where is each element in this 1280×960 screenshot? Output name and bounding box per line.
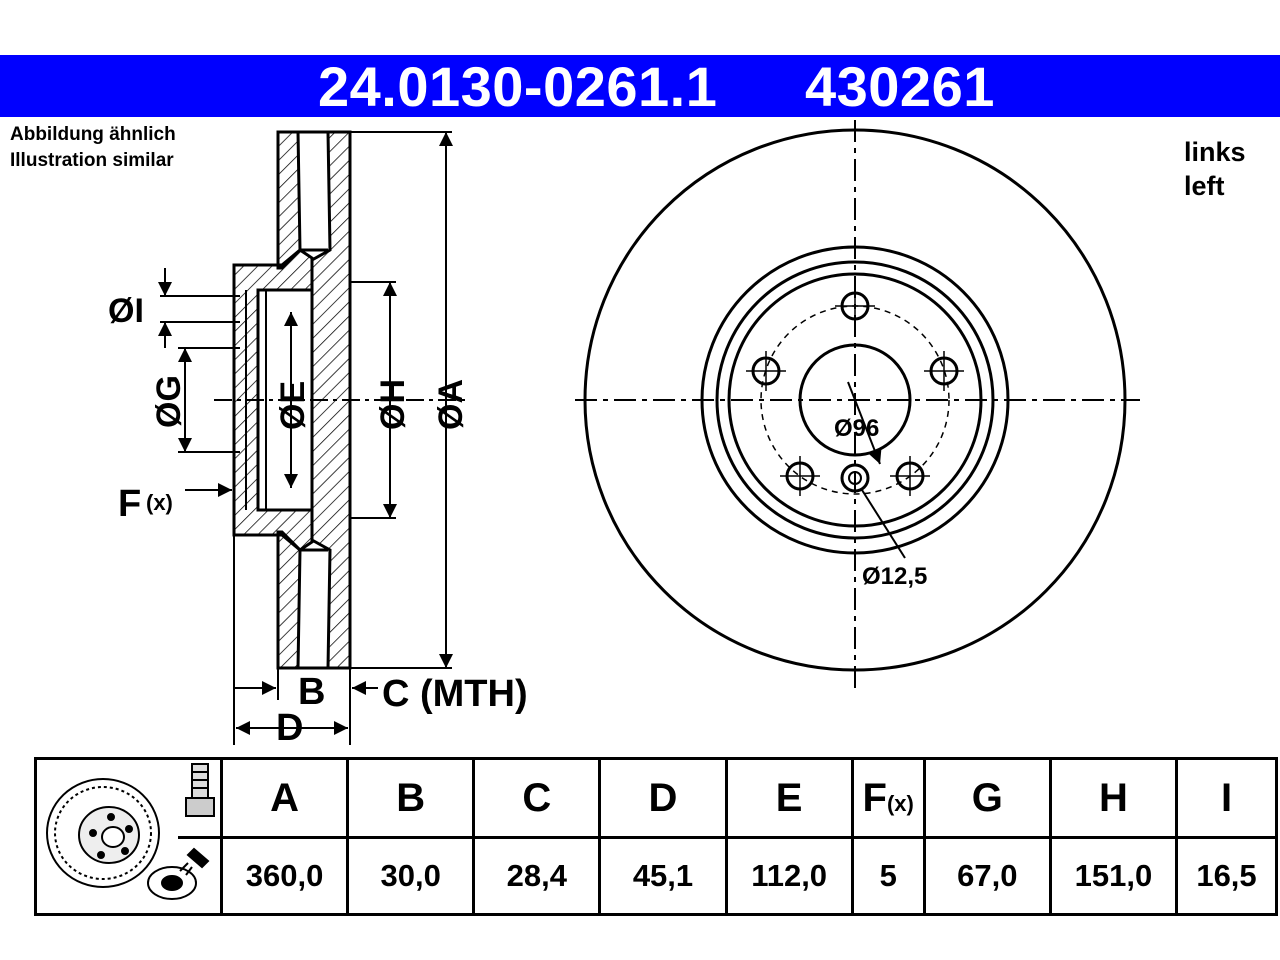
hat-outer-edge xyxy=(727,272,983,528)
label-D: D xyxy=(276,707,303,749)
label-bolt-hole: Ø12,5 xyxy=(862,563,927,590)
side-note: links left xyxy=(1184,135,1246,203)
front-labels: Ø96 Ø12,5 xyxy=(834,415,927,590)
reference-number: 430261 xyxy=(805,55,995,118)
col-header-H: H xyxy=(1048,757,1179,839)
label-F-sub: (x) xyxy=(146,490,173,515)
value-D: 45,1 xyxy=(598,836,728,916)
label-F: F xyxy=(118,483,141,525)
brake-disc-drawing: ØI ØG ØE ØH ØA F (x) B C (MTH) D xyxy=(108,120,1140,749)
side-line-en: left xyxy=(1184,171,1225,201)
section-outer-ring-left-bottom xyxy=(276,530,302,670)
cross-section-view xyxy=(232,130,352,670)
col-header-F: F(x) xyxy=(850,757,926,839)
cleaning-icon-cell xyxy=(146,836,223,916)
col-header-C: C xyxy=(472,757,602,839)
section-outer-ring-right xyxy=(310,130,352,670)
col-header-I: I xyxy=(1175,757,1278,839)
side-line-de: links xyxy=(1184,137,1246,167)
header-bar: 24.0130-0261.1 430261 xyxy=(0,55,1280,118)
spec-table: A B C D E F(x) G H I 360,0 30,0 28,4 45,… xyxy=(34,757,1278,916)
note-line-en: Illustration similar xyxy=(10,150,174,171)
front-view xyxy=(575,120,1140,690)
disc-thumbnail xyxy=(34,757,178,916)
col-header-D: D xyxy=(598,757,728,839)
section-labels: ØI ØG ØE ØH ØA F (x) B C (MTH) D xyxy=(108,292,528,749)
label-dia-I: ØI xyxy=(108,292,144,330)
value-I: 16,5 xyxy=(1175,836,1278,916)
bolt-icon-cell xyxy=(177,757,223,839)
bolt-icon xyxy=(184,763,215,817)
value-A: 360,0 xyxy=(219,836,350,916)
label-dia-H: ØH xyxy=(374,379,412,430)
label-dia-E: ØE xyxy=(274,381,312,430)
col-header-B: B xyxy=(346,757,476,839)
value-E: 112,0 xyxy=(724,836,854,916)
value-B: 30,0 xyxy=(346,836,476,916)
section-dimensions xyxy=(158,131,453,745)
disc-outer-edge xyxy=(583,128,1127,672)
label-dia-G: ØG xyxy=(150,375,188,428)
illustration-note: Abbildung ähnlich Illustration similar xyxy=(10,122,176,174)
value-H: 151,0 xyxy=(1048,836,1179,916)
col-header-E: E xyxy=(724,757,854,839)
label-C-mth: C (MTH) xyxy=(382,673,528,715)
section-outer-ring-left xyxy=(276,130,302,270)
note-line-de: Abbildung ähnlich xyxy=(10,124,176,145)
col-header-G: G xyxy=(922,757,1052,839)
disc-thumbnail-icon xyxy=(46,777,161,888)
value-G: 67,0 xyxy=(922,836,1052,916)
value-F: 5 xyxy=(850,836,926,916)
center-bore xyxy=(798,343,912,457)
value-C: 28,4 xyxy=(472,836,602,916)
label-center-bore: Ø96 xyxy=(834,415,879,442)
spec-value-row: 360,0 30,0 28,4 45,1 112,0 5 67,0 151,0 … xyxy=(36,836,1278,916)
cleaning-spray-icon xyxy=(146,847,209,900)
label-B: B xyxy=(298,671,325,713)
spec-header-row: A B C D E F(x) G H I xyxy=(34,757,1278,916)
part-number: 24.0130-0261.1 xyxy=(318,55,718,118)
friction-inner-edge xyxy=(700,245,1010,555)
label-dia-A: ØA xyxy=(432,379,470,430)
col-header-A: A xyxy=(219,757,350,839)
